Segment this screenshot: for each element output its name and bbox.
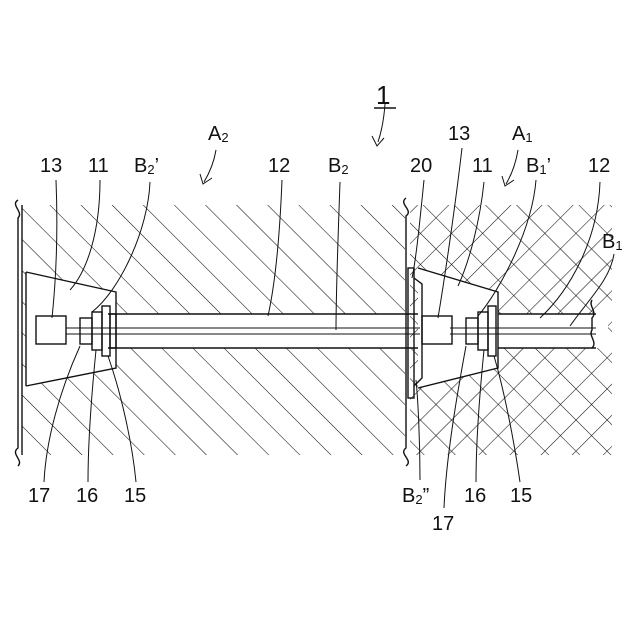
label-16-right: 16 (464, 485, 486, 507)
label-b1: B1 (602, 231, 623, 253)
label-assembly-1: 1 (376, 80, 390, 110)
right-washer-16 (478, 312, 488, 350)
label-b2-prime: B2’ (134, 155, 159, 177)
right-concrete-member (410, 205, 612, 455)
label-region-a1: A1 (512, 123, 533, 145)
label-15-right: 15 (510, 485, 532, 507)
label-12-right: 12 (588, 155, 610, 177)
right-plate-15 (488, 306, 496, 356)
right-anchor-hardware (422, 306, 496, 356)
label-17-left: 17 (28, 485, 50, 507)
label-13-right: 13 (448, 123, 470, 145)
right-anchor-block-13 (422, 316, 452, 344)
left-anchor-hardware (36, 306, 116, 356)
label-20: 20 (410, 155, 432, 177)
label-13-left: 13 (40, 155, 62, 177)
left-nut-17 (80, 318, 92, 344)
left-washer-16 (92, 312, 102, 350)
label-b1-prime: B1’ (526, 155, 551, 177)
left-break-line (15, 200, 19, 466)
label-17-right: 17 (432, 513, 454, 535)
label-b2: B2 (328, 155, 349, 177)
label-11-right: 11 (472, 155, 493, 177)
label-region-a2: A2 (208, 123, 229, 145)
label-12-left: 12 (268, 155, 290, 177)
left-anchor-block-13 (36, 316, 66, 344)
label-15-left: 15 (124, 485, 146, 507)
label-11-left: 11 (88, 155, 109, 177)
label-b2-double-prime: B2” (402, 485, 429, 507)
left-concrete-member (15, 198, 408, 466)
right-nut-17 (466, 318, 478, 344)
label-16-left: 16 (76, 485, 98, 507)
